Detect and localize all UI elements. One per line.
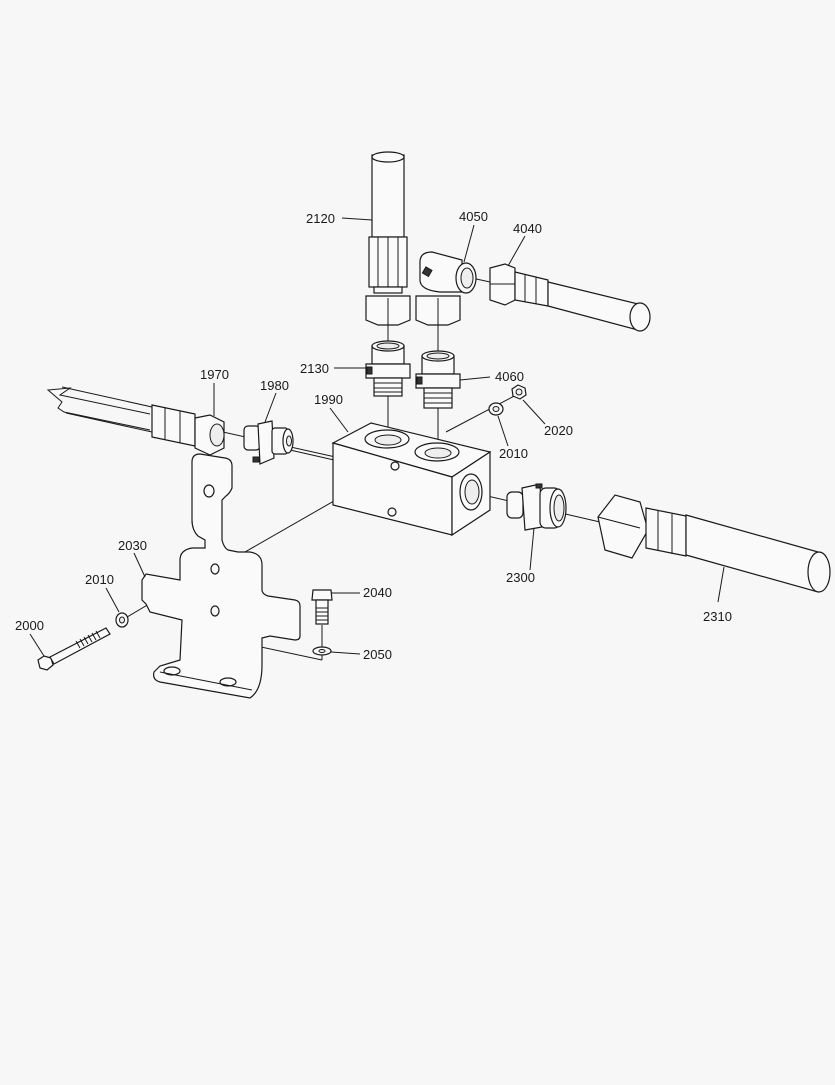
callout-1990: 1990 <box>314 392 343 407</box>
callout-2130: 2130 <box>300 361 329 376</box>
callout-2050: 2050 <box>363 647 392 662</box>
callout-4040: 4040 <box>513 221 542 236</box>
part-4040-hose[interactable] <box>489 263 651 332</box>
callout-2020: 2020 <box>544 423 573 438</box>
part-2010-washer-left[interactable] <box>115 612 129 628</box>
part-2000-bolt[interactable] <box>37 627 111 671</box>
callout-2030: 2030 <box>118 538 147 553</box>
part-2050-washer[interactable] <box>312 646 332 656</box>
callout-1970: 1970 <box>200 367 229 382</box>
part-2040-bolt[interactable] <box>311 589 333 625</box>
part-2310-hose[interactable] <box>597 494 831 593</box>
callout-1980: 1980 <box>260 378 289 393</box>
part-4050-elbow[interactable] <box>415 251 477 326</box>
callout-4050: 4050 <box>459 209 488 224</box>
callout-2010-left: 2010 <box>85 572 114 587</box>
callout-2010-right: 2010 <box>499 446 528 461</box>
part-1970-hose[interactable] <box>46 386 225 456</box>
callout-2310: 2310 <box>703 609 732 624</box>
leader-lines <box>29 217 725 657</box>
part-2300-adapter[interactable] <box>506 483 567 531</box>
part-4060-adapter[interactable] <box>415 350 461 409</box>
part-2010-washer-right[interactable] <box>488 402 504 416</box>
part-2030-bracket[interactable] <box>141 453 301 699</box>
callout-2040: 2040 <box>363 585 392 600</box>
part-1990-manifold-block[interactable] <box>331 422 492 537</box>
part-2120-hose[interactable] <box>365 151 411 326</box>
part-2020-nut[interactable] <box>511 384 527 400</box>
part-2130-adapter[interactable] <box>365 340 411 397</box>
callout-2120: 2120 <box>306 211 335 226</box>
part-1980-adapter[interactable] <box>243 420 294 465</box>
callout-2000: 2000 <box>15 618 44 633</box>
callout-4060: 4060 <box>495 369 524 384</box>
callout-2300: 2300 <box>506 570 535 585</box>
callout-labels: 2120 4050 4040 2130 4060 1970 1980 1990 … <box>15 209 732 662</box>
